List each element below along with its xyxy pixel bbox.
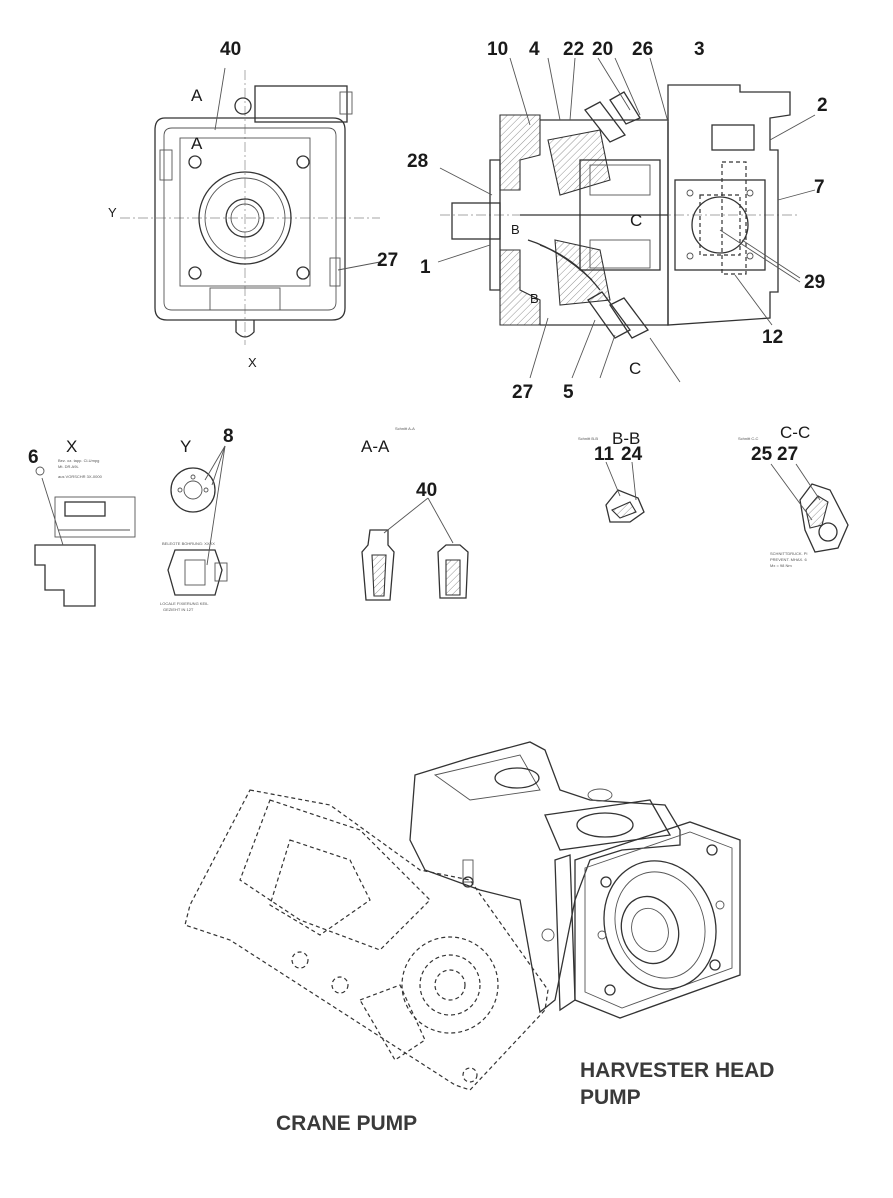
callout-2: 2: [817, 95, 828, 116]
svg-text:Schnitt A-A: Schnitt A-A: [395, 426, 415, 431]
detail-title-cc: C-C: [780, 423, 810, 442]
view-mark-y: Y: [108, 205, 117, 220]
svg-text:LOCALE FIXIERUNG KEIL: LOCALE FIXIERUNG KEIL: [160, 601, 209, 606]
callout-numbers: 40 10 4 22 20 26 3 2 28 7 1 27 29 12 27 …: [28, 39, 828, 501]
harvester-caption-line1: HARVESTER HEAD: [580, 1059, 774, 1082]
callout-22: 22: [563, 39, 584, 60]
section-marks: A A Y X B B C C: [108, 86, 642, 378]
section-mark-b-upper: B: [511, 222, 520, 237]
callout-4: 4: [529, 39, 540, 60]
callout-5: 5: [563, 382, 574, 403]
harvester-caption-line2: PUMP: [580, 1086, 641, 1109]
callout-7: 7: [814, 177, 825, 198]
callout-40-detail: 40: [416, 480, 437, 501]
svg-text:SCHNITTDRUCK. Pl: SCHNITTDRUCK. Pl: [770, 551, 807, 556]
callout-26: 26: [632, 39, 653, 60]
callout-27-detail: 27: [777, 444, 798, 465]
detail-title-x: X: [66, 437, 77, 456]
detail-cc: Schnitt C-C SCHNITTDRUCK. Pl PREVENT. MH…: [738, 436, 849, 568]
callout-28: 28: [407, 151, 428, 172]
assembly-captions: HARVESTER HEAD PUMP CRANE PUMP: [276, 1059, 774, 1135]
view-mark-x: X: [248, 355, 257, 370]
callout-12: 12: [762, 327, 783, 348]
detail-bb: Schnitt B-B: [578, 436, 645, 523]
section-mark-c-lower: C: [629, 359, 641, 378]
svg-text:Mt. DR.A9L: Mt. DR.A9L: [58, 464, 79, 469]
front-view: [120, 67, 381, 345]
callout-11: 11: [594, 444, 615, 465]
callout-29: 29: [804, 272, 825, 293]
callout-24: 24: [621, 444, 643, 465]
detail-title-y: Y: [180, 437, 191, 456]
callout-20: 20: [592, 39, 613, 60]
detail-title-bb: B-B: [612, 429, 640, 448]
detail-aa: Schnitt A-A: [361, 426, 469, 601]
svg-text:BELEGTE BOHRUNG: XXXX: BELEGTE BOHRUNG: XXXX: [162, 541, 215, 546]
section-view: [437, 57, 816, 383]
svg-text:GEZIEHT IN 12T: GEZIEHT IN 12T: [163, 607, 194, 612]
section-mark-a-outer: A: [191, 86, 203, 105]
svg-text:Schnitt B-B: Schnitt B-B: [578, 436, 598, 441]
detail-title-aa: A-A: [361, 437, 390, 456]
svg-text:Schnitt C-C: Schnitt C-C: [738, 436, 759, 441]
callout-27-right: 27: [377, 250, 398, 271]
callout-6: 6: [28, 447, 39, 468]
callout-40-top: 40: [220, 39, 241, 60]
svg-text:Bez. oz. tapp. Cl-Umpg: Bez. oz. tapp. Cl-Umpg: [58, 458, 99, 463]
detail-y: BELEGTE BOHRUNG: XXXX LOCALE FIXIERUNG K…: [160, 445, 228, 612]
callout-1: 1: [420, 257, 431, 278]
callout-27-bottom: 27: [512, 382, 533, 403]
callout-25: 25: [751, 444, 773, 465]
isometric-assembly: [184, 741, 741, 1091]
section-mark-a-inner: A: [191, 134, 203, 153]
detail-titles: X Y A-A B-B C-C: [66, 423, 810, 456]
svg-text:Mx = 98 Nm: Mx = 98 Nm: [770, 563, 792, 568]
svg-text:aus VORSCHR 3X-0000: aus VORSCHR 3X-0000: [58, 474, 103, 479]
section-mark-c-upper: C: [630, 211, 642, 230]
callout-8: 8: [223, 426, 234, 447]
detail-x: Bez. oz. tapp. Cl-Umpg Mt. DR.A9L aus VO…: [34, 458, 136, 607]
callout-3: 3: [694, 39, 705, 60]
crane-caption: CRANE PUMP: [276, 1112, 417, 1135]
svg-text:PREVENT. MHAX. 6: PREVENT. MHAX. 6: [770, 557, 807, 562]
section-mark-b-lower: B: [530, 291, 539, 306]
callout-10: 10: [487, 39, 508, 60]
